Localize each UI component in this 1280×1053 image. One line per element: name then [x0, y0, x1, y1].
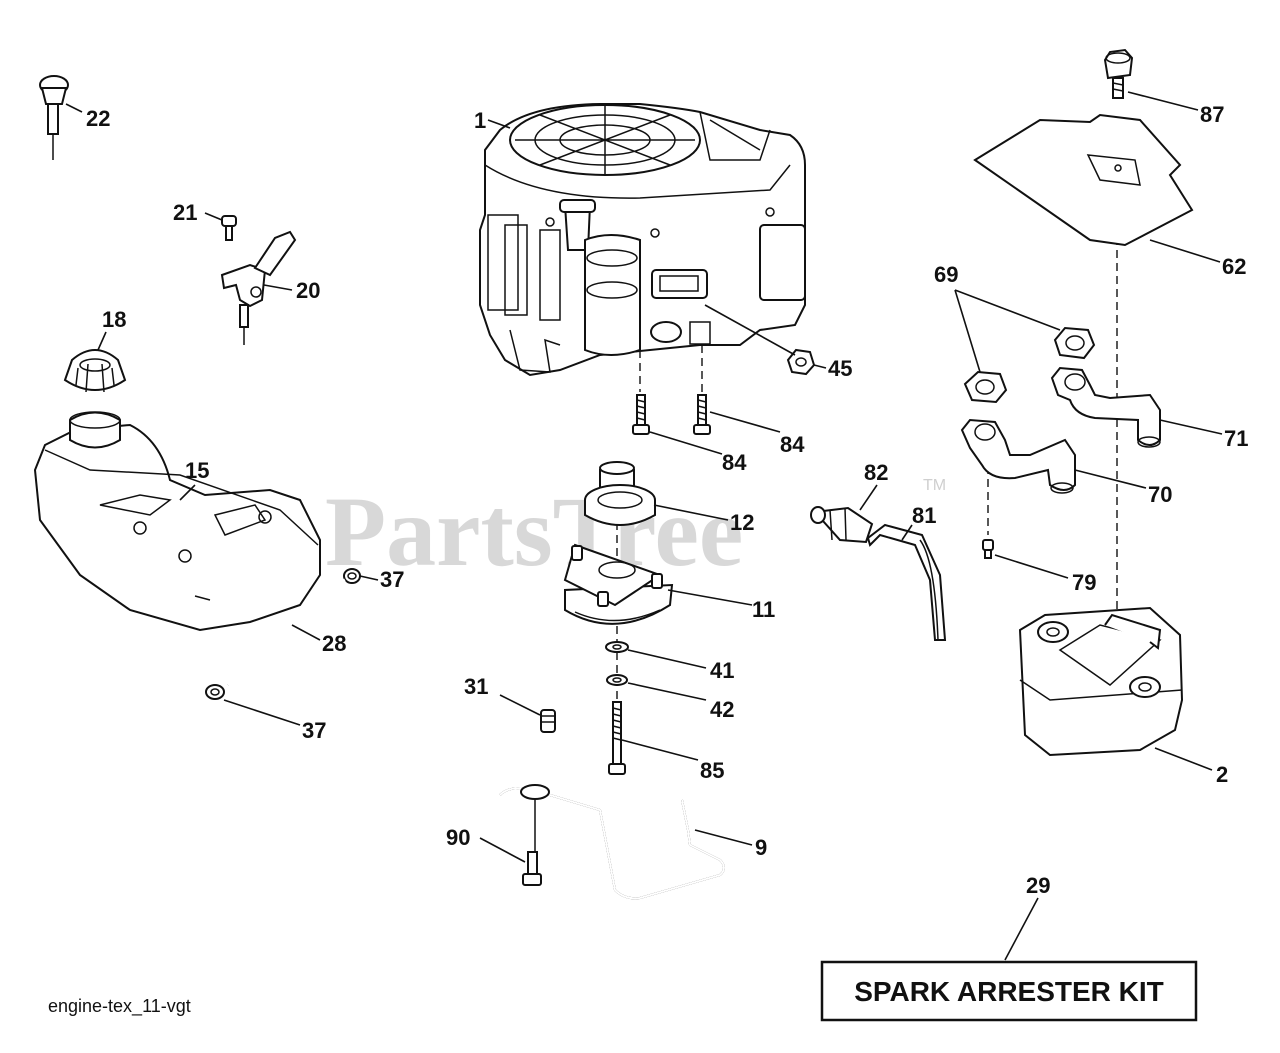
part-label-28[interactable]: 28 [322, 631, 346, 656]
part-label-70[interactable]: 70 [1148, 482, 1172, 507]
part-79-bolt[interactable] [982, 539, 994, 559]
part-15-fuel-tank[interactable] [33, 411, 321, 632]
part-label-85[interactable]: 85 [700, 758, 724, 783]
part-87-knob[interactable] [1103, 48, 1134, 99]
part-label-41[interactable]: 41 [710, 658, 734, 683]
part-label-82[interactable]: 82 [864, 460, 888, 485]
part-label-69[interactable]: 69 [934, 262, 958, 287]
part-label-18[interactable]: 18 [102, 307, 126, 332]
part-85-bolt[interactable] [608, 701, 626, 775]
part-84-bolt-left[interactable] [632, 394, 650, 435]
part-20-bracket[interactable] [220, 230, 297, 345]
part-42-lock-washer[interactable] [606, 674, 628, 686]
part-69-gasket-right[interactable] [1053, 326, 1096, 360]
part-81-hose[interactable] [866, 523, 947, 641]
part-69-gasket-left[interactable] [963, 370, 1008, 404]
part-12-pulley[interactable] [584, 461, 656, 526]
part-11-pto-clutch[interactable] [563, 543, 674, 625]
part-18-fuel-cap[interactable] [63, 349, 127, 393]
part-label-20[interactable]: 20 [296, 278, 320, 303]
part-label-12[interactable]: 12 [730, 510, 754, 535]
part-label-2[interactable]: 2 [1216, 762, 1228, 787]
part-engine[interactable] [479, 103, 806, 377]
part-21-screw[interactable] [221, 215, 237, 241]
part-label-29[interactable]: 29 [1026, 873, 1050, 898]
part-label-11[interactable]: 11 [752, 597, 775, 622]
spark-arrester-kit-label: SPARK ARRESTER KIT [854, 976, 1164, 1007]
part-label-81[interactable]: 81 [912, 503, 936, 528]
part-37-clamp-upper[interactable] [343, 568, 361, 584]
spark-arrester-kit-box[interactable]: SPARK ARRESTER KIT [820, 960, 1198, 1022]
part-9-rod[interactable] [499, 784, 725, 900]
part-90-bolt[interactable] [522, 800, 542, 886]
part-label-31[interactable]: 31 [464, 674, 488, 699]
part-84-bolt-right[interactable] [693, 394, 711, 435]
part-70-exhaust-pipe[interactable] [960, 418, 1076, 494]
part-82-fitting[interactable] [810, 506, 874, 544]
diagram-id: engine-tex_11-vgt [48, 996, 191, 1017]
part-label-71[interactable]: 71 [1224, 426, 1248, 451]
part-label-37-lower[interactable]: 37 [302, 718, 326, 743]
part-71-exhaust-pipe[interactable] [1050, 366, 1161, 448]
part-label-45[interactable]: 45 [828, 356, 852, 381]
part-label-84-left[interactable]: 84 [722, 450, 747, 475]
part-22-knob[interactable] [39, 75, 69, 160]
watermark: PartsTree [325, 476, 743, 587]
part-label-37-upper[interactable]: 37 [380, 567, 404, 592]
part-2-muffler[interactable] [1018, 606, 1184, 757]
part-label-42[interactable]: 42 [710, 697, 734, 722]
part-label-1[interactable]: 1 [474, 108, 486, 133]
part-label-62[interactable]: 62 [1222, 254, 1246, 279]
watermark-tm: TM [923, 477, 946, 494]
part-label-21[interactable]: 21 [173, 200, 197, 225]
part-label-9[interactable]: 9 [755, 835, 767, 860]
part-label-22[interactable]: 22 [86, 106, 110, 131]
part-41-washer[interactable] [605, 641, 629, 653]
part-31-fitting[interactable] [540, 709, 556, 733]
part-label-90[interactable]: 90 [446, 825, 470, 850]
part-37-clamp-lower[interactable] [205, 684, 225, 700]
part-label-87[interactable]: 87 [1200, 102, 1224, 127]
part-label-15[interactable]: 15 [185, 458, 209, 483]
part-62-heat-shield[interactable] [973, 113, 1194, 247]
part-label-84-right[interactable]: 84 [780, 432, 805, 457]
part-label-79[interactable]: 79 [1072, 570, 1096, 595]
part-28-fuel-line[interactable] [226, 578, 346, 687]
